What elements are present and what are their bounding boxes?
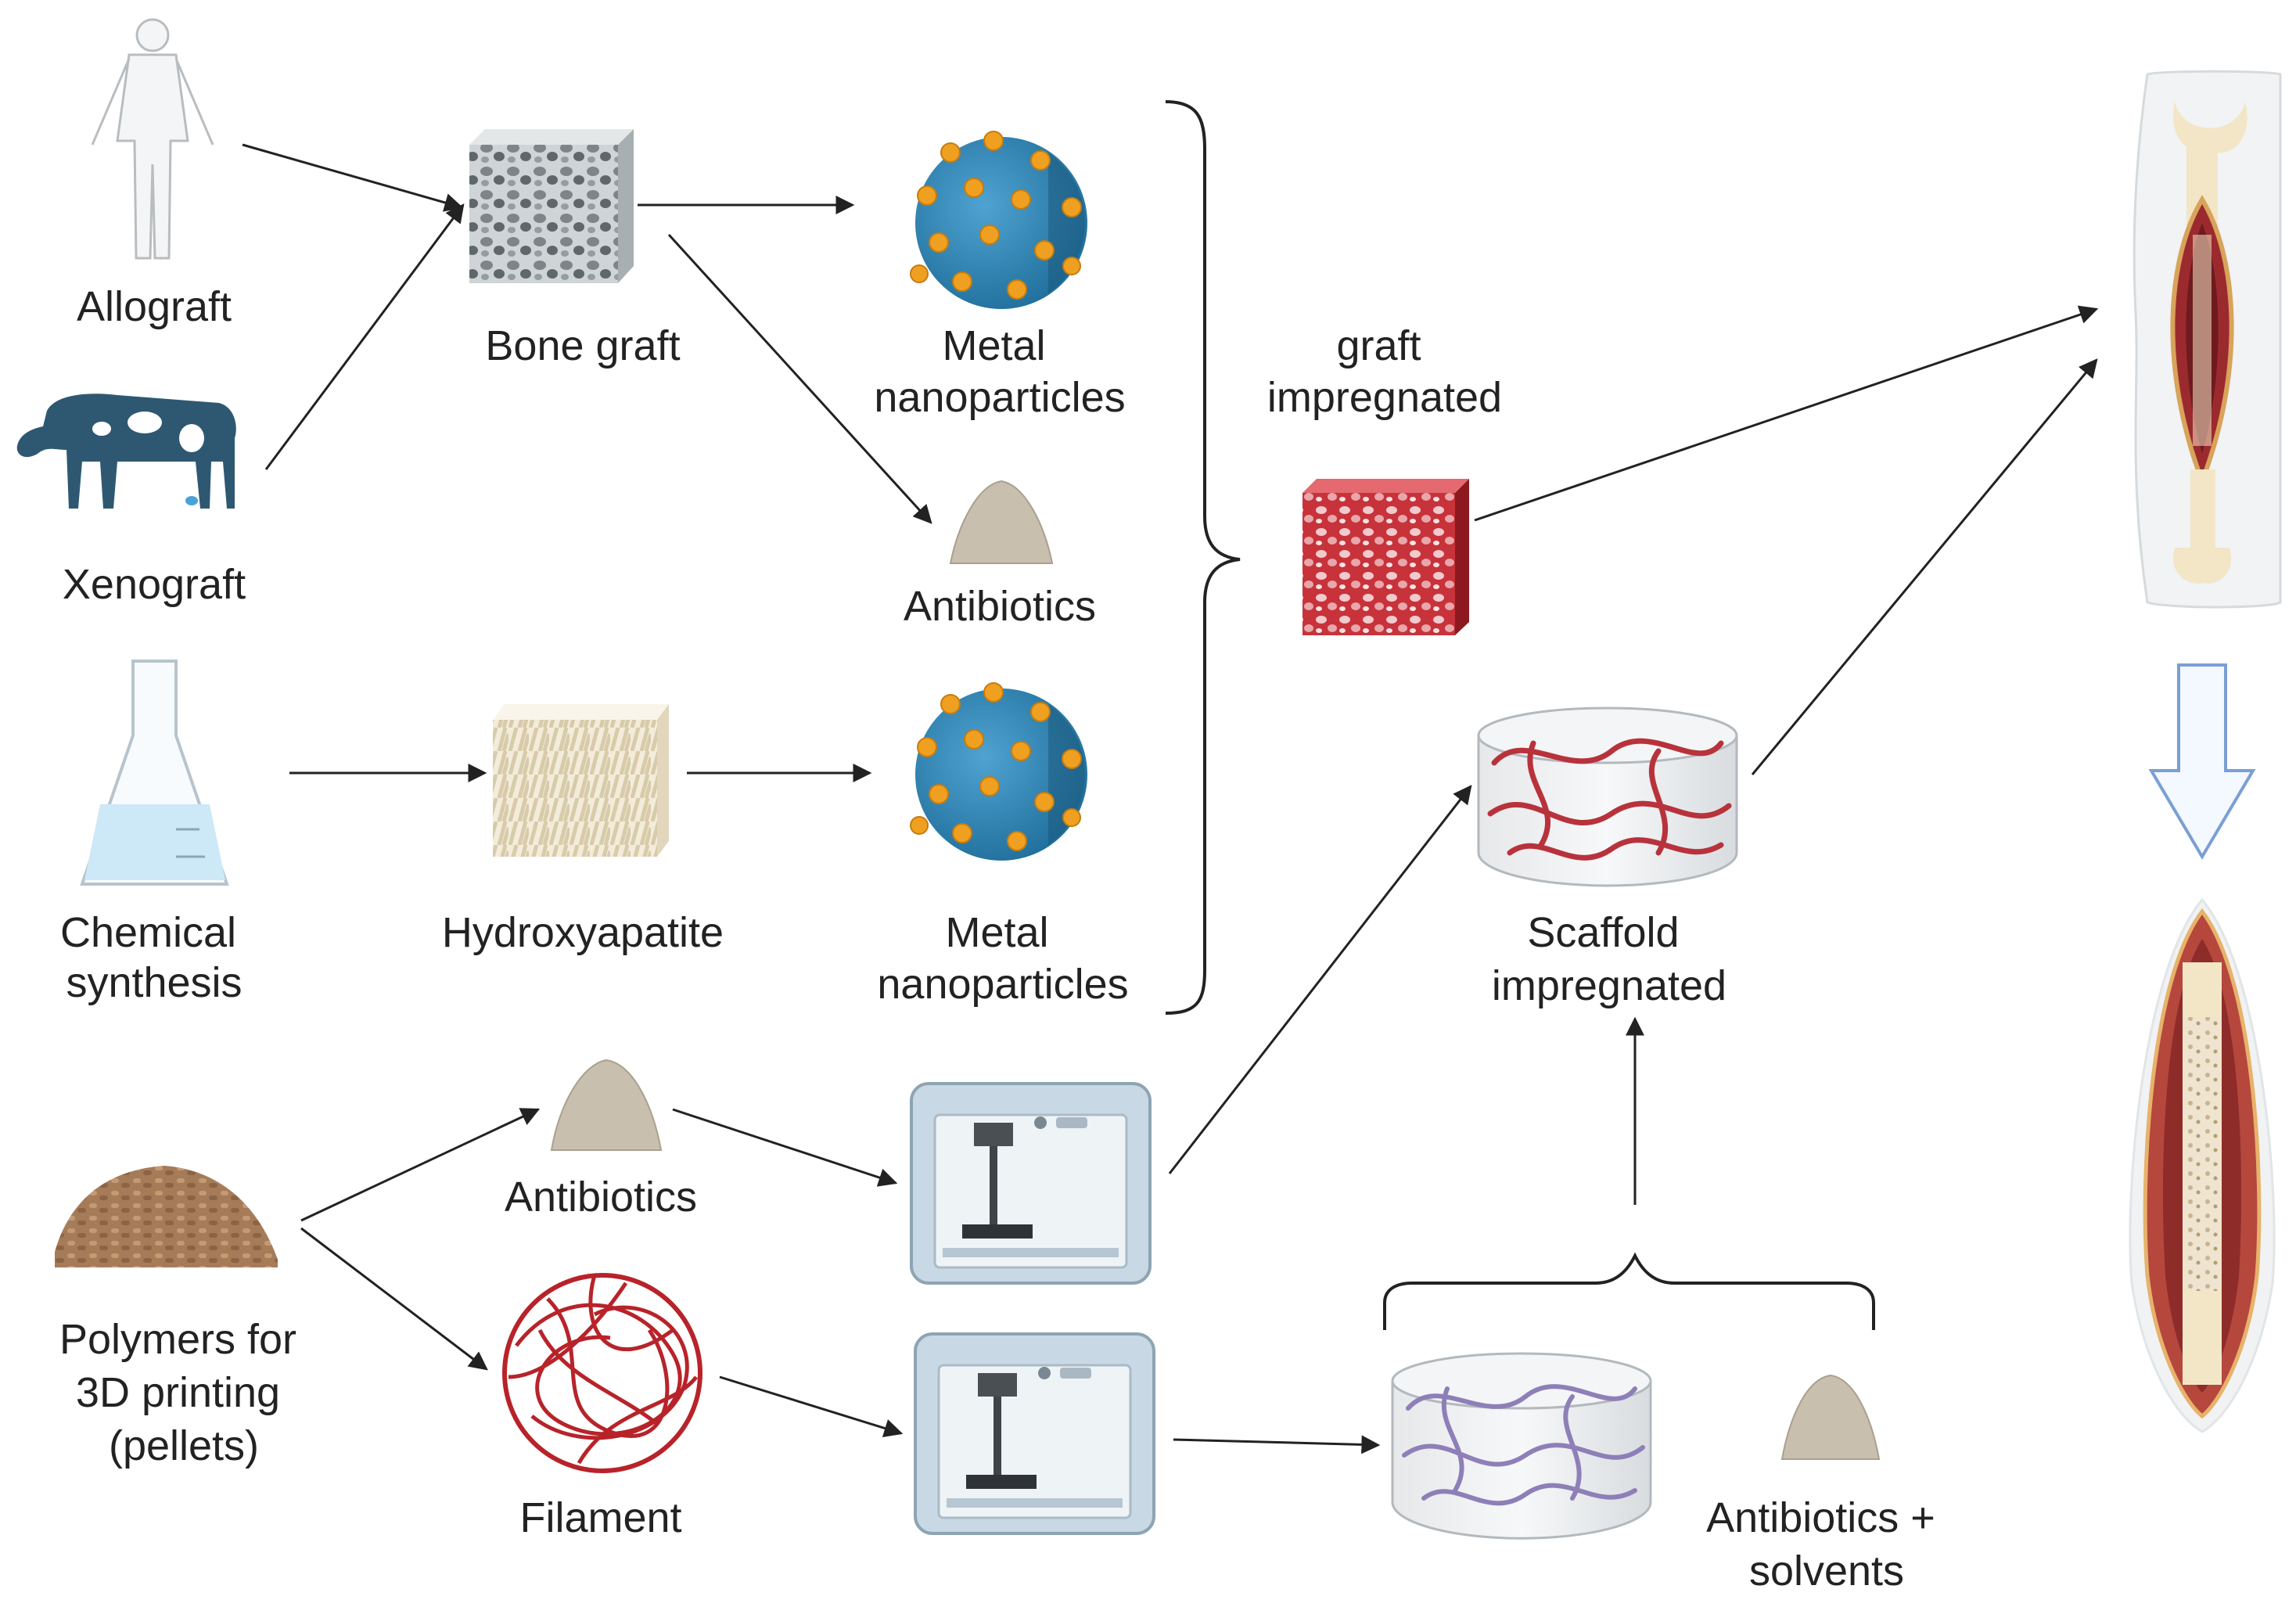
- arrow-polymers-to-filament: [300, 1227, 488, 1371]
- 3d-printer-icon: [914, 1332, 1155, 1535]
- arrow-allograft-to-bone-graft: [242, 143, 464, 212]
- antibiotics-powder-icon: [1780, 1374, 1881, 1460]
- label-allograft: Allograft: [77, 283, 232, 330]
- metal-nanoparticle-icon: [910, 682, 1087, 861]
- arrows: [242, 143, 2099, 1454]
- arrow-filament-to-printer: [719, 1375, 904, 1438]
- label-metal-np-top-line1: Metal: [942, 322, 1045, 369]
- arrow-scaffold-to-leg: [1751, 358, 2098, 775]
- label-polymers-line3: (pellets): [109, 1422, 259, 1469]
- arrow-bone-graft-to-antibiotics: [667, 233, 932, 524]
- label-graft-impregnated-line1: graft: [1336, 322, 1421, 369]
- filament-ball-icon: [502, 1273, 702, 1473]
- label-polymers-line1: Polymers for: [59, 1316, 296, 1363]
- 3d-printer-icon: [910, 1082, 1152, 1285]
- label-chemical-synthesis: Chemical synthesis: [60, 909, 248, 1006]
- down-arrow-icon: [2148, 663, 2256, 860]
- label-metal-nanoparticles-top: Metal nanoparticles: [874, 322, 1125, 421]
- scaffold-icon: [1391, 1352, 1652, 1540]
- label-antibiotics-top: Antibiotics: [904, 583, 1096, 630]
- label-scaffold-impregnated-line1: Scaffold: [1527, 909, 1679, 956]
- label-scaffold-impregnated-line2: impregnated: [1492, 962, 1726, 1009]
- label-metal-np-mid-line1: Metal: [945, 909, 1048, 956]
- bone-graft-cube-icon: [469, 129, 634, 283]
- label-hydroxyapatite: Hydroxyapatite: [442, 909, 724, 956]
- arrow-graft-to-leg: [1474, 305, 2099, 522]
- label-metal-nanoparticles-mid: Metal nanoparticles: [877, 909, 1128, 1008]
- arrow-antibiotics-to-printer: [672, 1108, 898, 1187]
- label-bone-graft: Bone graft: [485, 322, 680, 369]
- arrow-polymers-to-antibiotics: [300, 1108, 541, 1222]
- label-antibiotics-solvents: Antibiotics + solvents: [1706, 1494, 1947, 1594]
- label-antibiotics-solvents-line2: solvents: [1749, 1548, 1904, 1594]
- label-metal-np-top-line2: nanoparticles: [874, 374, 1125, 421]
- human-icon: [91, 18, 214, 260]
- arrow-xenograft-to-bone-graft: [264, 203, 465, 470]
- antibiotics-powder-icon: [550, 1059, 663, 1151]
- label-antibiotics-solvents-line1: Antibiotics +: [1706, 1494, 1935, 1541]
- graft-impregnated-cube-icon: [1303, 479, 1469, 635]
- arrow-printer-to-scaffold: [1173, 1435, 1381, 1454]
- label-graft-impregnated: graft impregnated: [1267, 322, 1502, 421]
- antibiotics-powder-icon: [949, 480, 1054, 564]
- label-scaffold-impregnated: Scaffold impregnated: [1492, 909, 1726, 1009]
- label-polymers-line2: 3D printing: [76, 1369, 280, 1416]
- curly-brace-right: [1165, 100, 1241, 1015]
- arrow-printer-to-scaffold-impregnated: [1168, 785, 1472, 1174]
- scaffold-impregnated-icon: [1477, 706, 1738, 887]
- label-filament: Filament: [519, 1494, 681, 1541]
- pellets-icon: [55, 1166, 278, 1267]
- cow-icon: [16, 394, 236, 509]
- leg-bone-icon: [2133, 70, 2282, 609]
- healed-bone-icon: [2129, 897, 2276, 1433]
- label-antibiotics-bottom: Antibiotics: [505, 1174, 697, 1221]
- label-metal-np-mid-line2: nanoparticles: [877, 961, 1128, 1008]
- label-graft-impregnated-line2: impregnated: [1267, 374, 1502, 421]
- flask-icon: [80, 660, 229, 886]
- label-xenograft: Xenograft: [63, 561, 246, 608]
- metal-nanoparticle-icon: [910, 131, 1087, 309]
- curly-brace-bottom: [1383, 1252, 1875, 1330]
- hydroxyapatite-cube-icon: [493, 704, 669, 857]
- label-polymers: Polymers for 3D printing (pellets): [59, 1316, 308, 1469]
- label-chemical-synthesis-line1: Chemical: [60, 909, 236, 956]
- label-chemical-synthesis-line2: synthesis: [66, 959, 242, 1006]
